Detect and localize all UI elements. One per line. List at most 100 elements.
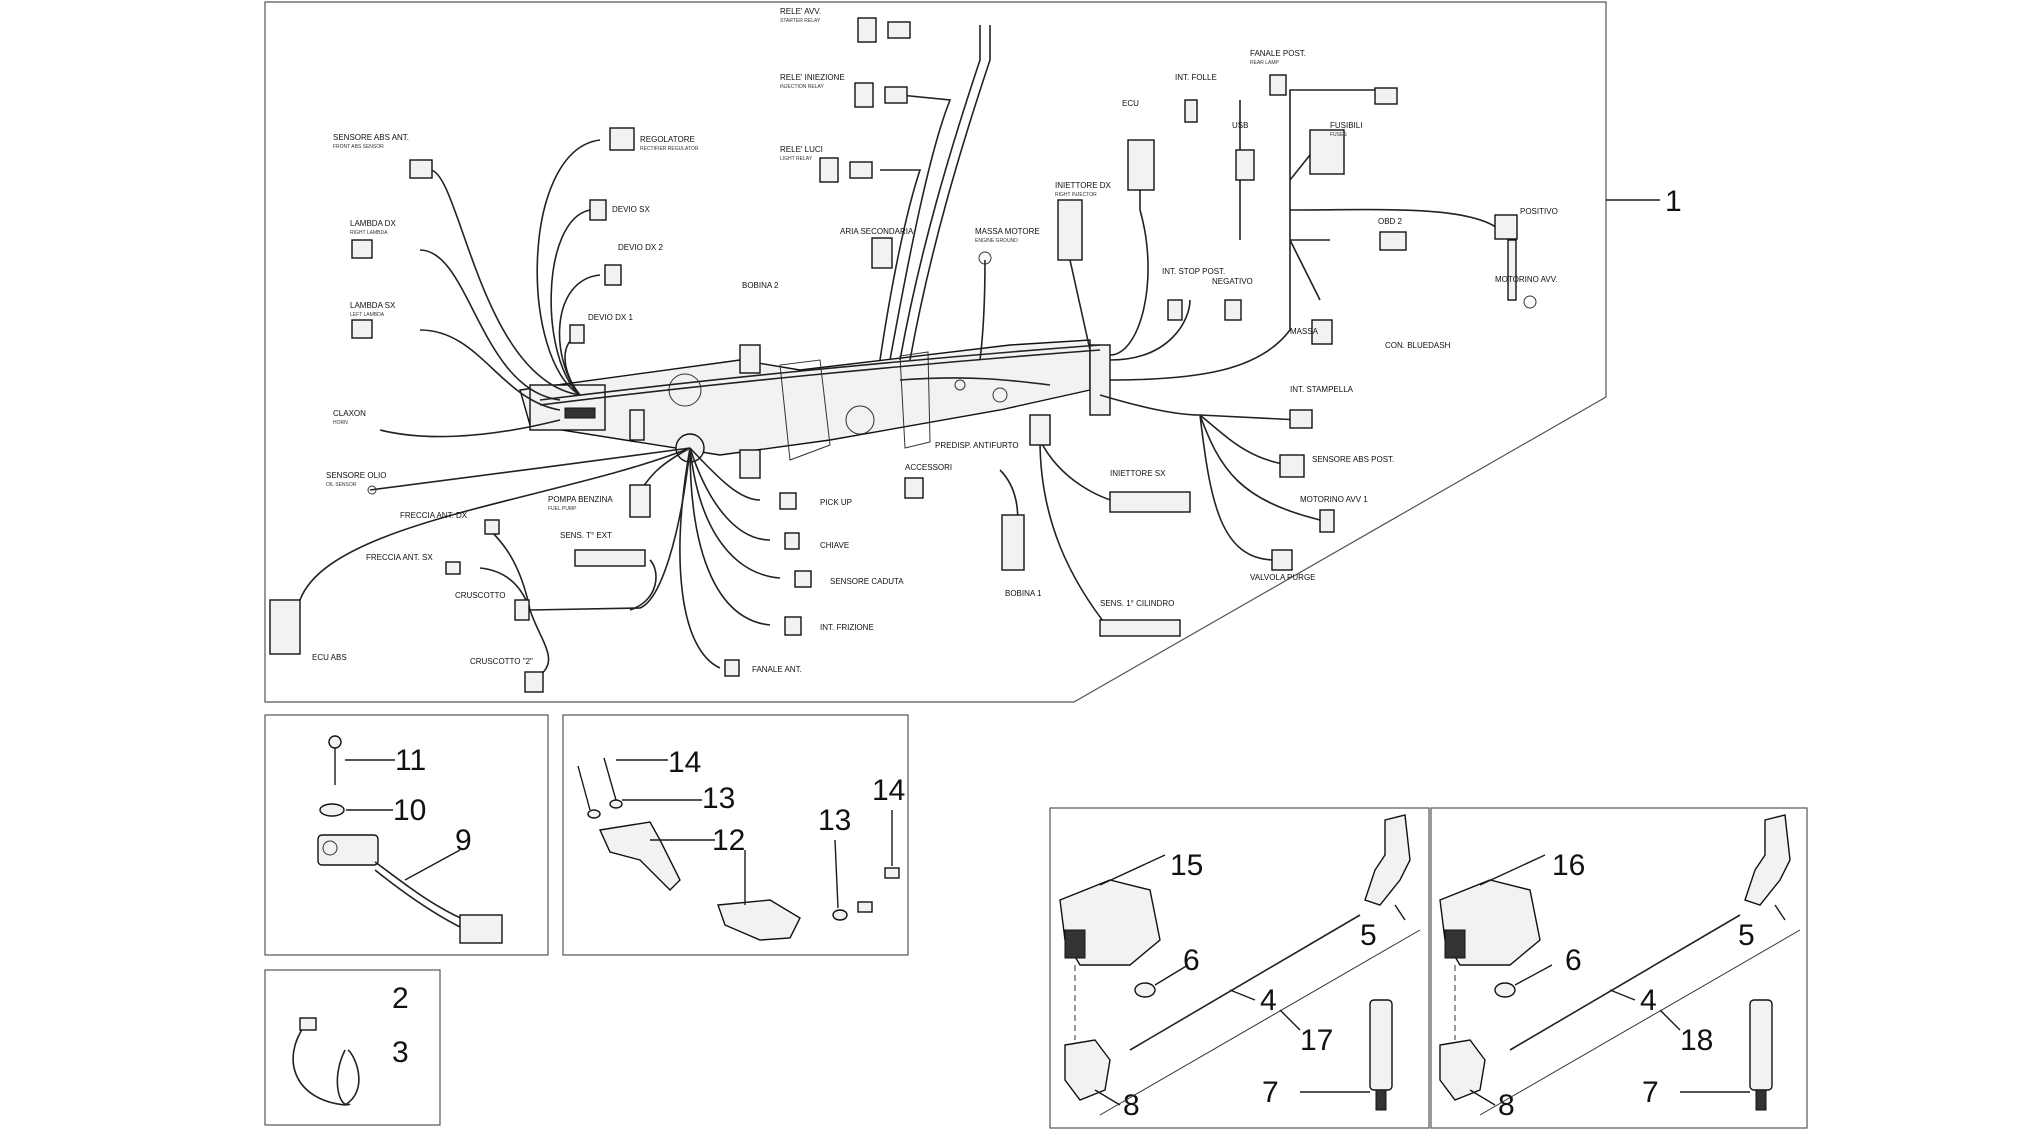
leader-4b bbox=[1609, 989, 1636, 1001]
wire-bluedash bbox=[1289, 239, 1321, 301]
panel-frame-16 bbox=[1430, 807, 1808, 1129]
label-motorino-avv-1: MOTORINO AVV 1 bbox=[1300, 495, 1368, 504]
label-sensore-abs-ant: SENSORE ABS ANT. bbox=[333, 133, 409, 142]
connector-rele-iniezione bbox=[854, 82, 874, 108]
label-plate bbox=[564, 407, 596, 419]
callout-17: 17 bbox=[1300, 1024, 1333, 1057]
spacer-13a bbox=[609, 799, 623, 809]
label-fanale-ant: FANALE ANT. bbox=[752, 665, 802, 674]
connectors bbox=[269, 17, 1537, 693]
connector-obd2 bbox=[1379, 231, 1407, 251]
wire-pickup bbox=[689, 447, 761, 501]
callout-7a: 7 bbox=[1262, 1076, 1279, 1109]
callout-2: 2 bbox=[392, 982, 409, 1015]
leader-15 bbox=[1099, 854, 1166, 886]
wire-rele-iniezione bbox=[889, 94, 952, 361]
spark-cap-8b bbox=[1439, 1039, 1486, 1101]
label-sens-t-ext: SENS. T° EXT bbox=[560, 531, 612, 540]
sensor-9-hole bbox=[322, 840, 338, 856]
connector-regolatore bbox=[609, 127, 635, 151]
connector-purge bbox=[1271, 549, 1293, 571]
connector-antifurto bbox=[1029, 414, 1051, 446]
chassis-hole bbox=[954, 379, 966, 391]
ground-eyelet bbox=[978, 251, 992, 265]
lower-mount bbox=[739, 449, 761, 479]
connector-stop-post bbox=[1167, 299, 1183, 321]
label-rele-avv: RELE' AVV. bbox=[780, 7, 821, 16]
callout-5b: 5 bbox=[1738, 919, 1755, 952]
panel-frame-2-3 bbox=[264, 969, 441, 1126]
screw-14b bbox=[603, 757, 617, 801]
label-sensore-olio: SENSORE OLIO bbox=[326, 471, 386, 480]
spacer-13b bbox=[832, 909, 848, 921]
injector-right bbox=[1057, 199, 1083, 261]
leader-16 bbox=[1479, 854, 1546, 886]
connector-fuse-aux bbox=[1374, 87, 1398, 105]
main-trunk bbox=[539, 344, 1101, 401]
screw-14a bbox=[577, 765, 591, 811]
starter-cable bbox=[1507, 239, 1517, 301]
harness-chassis-plate bbox=[519, 339, 1111, 479]
wire-lambda-sx bbox=[419, 329, 561, 411]
label-devio-dx2: DEVIO DX 2 bbox=[618, 243, 663, 252]
connector-freccia-dx bbox=[484, 519, 500, 535]
label-bobina-2: BOBINA 2 bbox=[742, 281, 779, 290]
label-usb: USB bbox=[1232, 121, 1248, 130]
wire-rele-avv-2 bbox=[909, 25, 991, 361]
connector-rele-avv-plug bbox=[887, 21, 911, 39]
connector-freccia-sx bbox=[445, 561, 461, 575]
callout-1: 1 bbox=[1665, 185, 1682, 218]
connector-abs-ant bbox=[409, 159, 433, 179]
connector-devio-sx bbox=[589, 199, 607, 221]
wire-olio bbox=[369, 447, 691, 491]
spark-cap-5b bbox=[1744, 814, 1791, 906]
label-pick-up: PICK UP bbox=[820, 498, 852, 507]
trunk-rear bbox=[1109, 250, 1291, 381]
connector-fanale-ant bbox=[724, 659, 740, 677]
label-regolatore: REGOLATORE bbox=[640, 135, 695, 144]
harness-labels: RELE' AVV. STARTER RELAY RELE' INIEZIONE… bbox=[312, 7, 1558, 674]
label-rele-iniezione-en: INJECTION RELAY bbox=[780, 84, 824, 90]
callout-7b: 7 bbox=[1642, 1076, 1659, 1109]
wire-purge bbox=[1199, 414, 1276, 561]
spark-plug-7b bbox=[1749, 999, 1773, 1091]
label-predisp-antifurto: PREDISP. ANTIFURTO bbox=[935, 441, 1019, 450]
nut-14b bbox=[857, 901, 873, 913]
harness-junction-block bbox=[1089, 344, 1111, 416]
wire-motorino1 bbox=[1199, 414, 1321, 521]
callout-4b: 4 bbox=[1640, 984, 1657, 1017]
label-iniettore-dx-en: RIGHT INJECTOR bbox=[1055, 192, 1097, 198]
wire-iniettore-dx bbox=[1069, 259, 1091, 351]
connector-bluedash bbox=[1311, 319, 1333, 345]
wire-negativo bbox=[1109, 299, 1191, 361]
connector-rele-avv bbox=[857, 17, 877, 43]
callout-4a: 4 bbox=[1260, 984, 1277, 1017]
leader-4a bbox=[1229, 989, 1256, 1001]
connector-cruscotto2 bbox=[524, 671, 544, 693]
connector-accessori bbox=[904, 477, 924, 499]
connector-abs-post bbox=[1279, 454, 1305, 478]
wire-caduta bbox=[689, 447, 781, 579]
label-rele-luci: RELE' LUCI bbox=[780, 145, 823, 154]
sensor-cylinder bbox=[1099, 619, 1181, 637]
connector-positivo bbox=[1494, 214, 1518, 240]
label-rele-iniezione: RELE' INIEZIONE bbox=[780, 73, 845, 82]
fuel-pump-connector bbox=[629, 484, 651, 518]
sensor-9-cable bbox=[374, 861, 466, 921]
coil-1 bbox=[1001, 514, 1025, 571]
screw-head-11 bbox=[328, 735, 342, 749]
callout-14a: 14 bbox=[668, 746, 701, 779]
oil-sensor-eyelet bbox=[367, 485, 377, 495]
connector-caduta bbox=[794, 570, 812, 588]
label-fanale-post-en: REAR LAMP bbox=[1250, 60, 1280, 66]
spark-plug-tip bbox=[1375, 1089, 1387, 1111]
wire-massa-motore bbox=[979, 259, 986, 361]
main-harness-panel: 1 bbox=[264, 1, 1682, 703]
label-positivo: POSITIVO bbox=[1520, 207, 1558, 216]
label-pompa-benzina-en: FUEL PUMP bbox=[548, 506, 577, 512]
spark-plug-tip bbox=[1755, 1089, 1767, 1111]
wire-ecu-abs bbox=[299, 447, 691, 601]
connector-rele-iniezione-plug bbox=[884, 86, 908, 104]
wire-cruscotto2 bbox=[529, 609, 550, 676]
